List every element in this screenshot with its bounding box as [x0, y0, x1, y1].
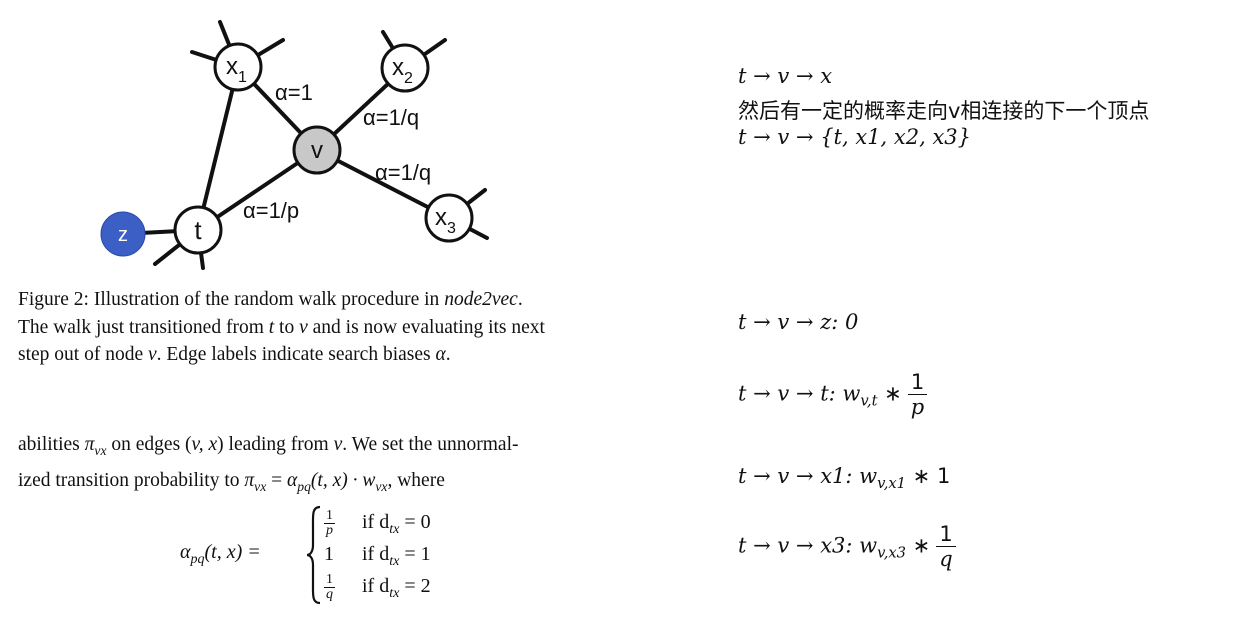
node-x1-label: x1	[226, 53, 247, 86]
note-explanation: 然后有一定的概率走向v相连接的下一个顶点	[738, 99, 1150, 123]
edge-label-t-v: α=1/p	[243, 198, 299, 223]
paragraph-line-1: abilities πvx on edges (v, x) leading fr…	[18, 434, 519, 458]
node-v-label: v	[311, 137, 323, 164]
body-paragraph: abilities πvx on edges (v, x) leading fr…	[18, 430, 658, 502]
note-neighbors: t → v → {t, x1, x2, x3}	[738, 125, 972, 149]
node-x2	[380, 43, 430, 93]
node-t	[173, 205, 223, 255]
formula-lhs: αpq(t, x) =	[180, 541, 261, 567]
edge-t-x1	[196, 65, 240, 232]
edge-label-x3-v: α=1/q	[375, 160, 431, 185]
node-t-label: t	[194, 215, 202, 245]
node-z-label: z	[118, 224, 128, 246]
node-x3	[424, 193, 474, 243]
random-walk-graph: x1 x2 x3 v t z α=1 α=1/q α=1/q α=1/p	[100, 20, 489, 270]
node-z	[100, 211, 146, 257]
node-v	[292, 125, 342, 175]
edge-v-x3	[315, 148, 451, 220]
caption-line-2: The walk just transitioned from t to v a…	[18, 316, 545, 338]
note-walk: t → v → x	[738, 64, 833, 88]
cases-brace	[306, 505, 321, 605]
note-to-x1: t → v → x1: wv,x1 ∗ 1	[738, 464, 951, 493]
note-to-z: t → v → z: 0	[738, 310, 859, 334]
paragraph-line-2: ized transition probability to πvx = αpq…	[18, 469, 445, 494]
edge-label-x1-v: α=1	[275, 80, 313, 105]
caption-line-3: step out of node v. Edge labels indicate…	[18, 344, 451, 365]
node-x3-label: x3	[435, 204, 456, 237]
figure-caption: Figure 2: Illustration of the random wal…	[18, 286, 658, 369]
edge-label-x2-v: α=1/q	[363, 105, 419, 130]
caption-line-1: Figure 2: Illustration of the random wal…	[18, 289, 523, 310]
node-x2-label: x2	[392, 54, 413, 87]
node-x1	[213, 42, 263, 92]
